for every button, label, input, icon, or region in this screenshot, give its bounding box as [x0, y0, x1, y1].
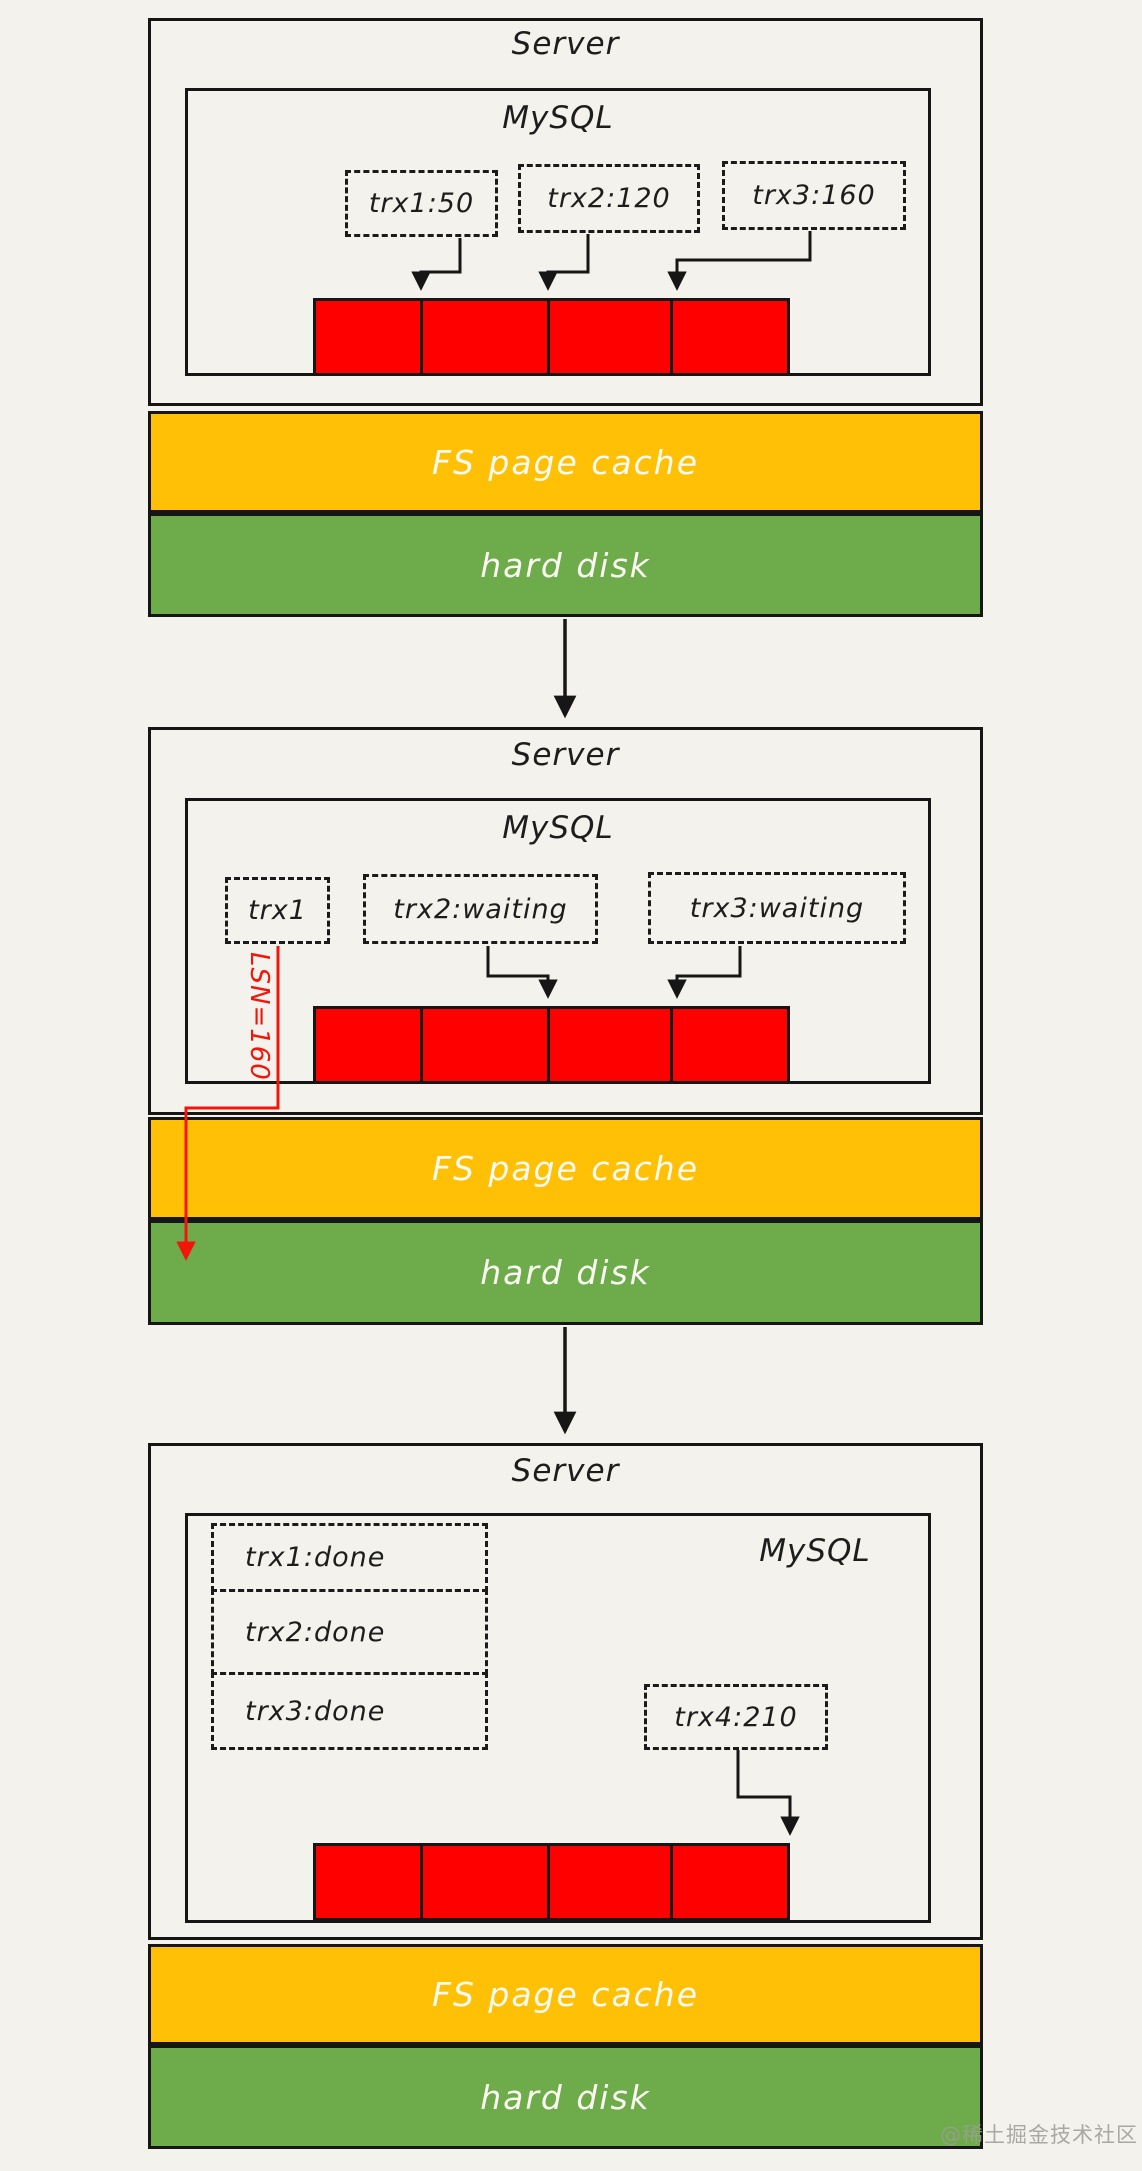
- fs-page-cache-bar-3: FS page cache: [148, 1944, 983, 2045]
- fs-page-cache-label: FS page cache: [431, 1975, 700, 2014]
- log-buffer-divider: [420, 1846, 423, 1918]
- trx-box-1-3: trx3:160: [722, 161, 906, 230]
- trx-box-3-4: trx4:210: [644, 1684, 828, 1750]
- log-buffer-divider: [670, 1846, 673, 1918]
- trx-box-2-2: trx2:waiting: [363, 874, 598, 944]
- trx-label: trx2:done: [245, 1616, 386, 1648]
- trx-box-1-1: trx1:50: [345, 170, 498, 237]
- log-buffer-divider: [420, 301, 423, 373]
- trx-label: trx2:waiting: [393, 893, 568, 925]
- trx-label: trx1:50: [368, 188, 475, 219]
- trx-box-2-3: trx3:waiting: [648, 872, 906, 944]
- mysql-title-1: MySQL: [502, 100, 614, 136]
- hard-disk-bar-1: hard disk: [148, 513, 983, 617]
- server-title-3: Server: [511, 1453, 620, 1489]
- fs-page-cache-bar-2: FS page cache: [148, 1117, 983, 1220]
- watermark: @稀土掘金技术社区: [940, 2123, 1138, 2147]
- hard-disk-bar-2: hard disk: [148, 1220, 983, 1325]
- trx-box-3-2: trx2:done: [211, 1589, 488, 1675]
- log-buffer-bar-1: [313, 298, 790, 376]
- trx-box-1-2: trx2:120: [518, 164, 700, 233]
- trx-box-2-1: trx1: [225, 877, 330, 944]
- trx-label: trx4:210: [674, 1701, 798, 1733]
- fs-page-cache-label: FS page cache: [431, 442, 700, 482]
- server-box-1: [148, 18, 983, 406]
- trx-box-3-3: trx3:done: [211, 1672, 488, 1750]
- trx-box-3-1: trx1:done: [211, 1523, 488, 1592]
- trx-label: trx1: [248, 895, 307, 926]
- log-buffer-divider: [547, 301, 550, 373]
- trx-label: trx3:160: [752, 180, 876, 211]
- hard-disk-label: hard disk: [480, 2077, 651, 2117]
- log-buffer-divider: [547, 1009, 550, 1081]
- log-buffer-divider: [670, 301, 673, 373]
- hard-disk-bar-3: hard disk: [148, 2045, 983, 2149]
- fs-page-cache-bar-1: FS page cache: [148, 411, 983, 513]
- trx-label: trx3:waiting: [689, 892, 865, 924]
- log-buffer-divider: [670, 1009, 673, 1081]
- fs-page-cache-label: FS page cache: [431, 1149, 700, 1188]
- hard-disk-label: hard disk: [480, 545, 651, 585]
- mysql-title-2: MySQL: [502, 810, 614, 846]
- mysql-title-3: MySQL: [759, 1533, 871, 1569]
- mysql-box-3: [185, 1513, 931, 1923]
- trx-label: trx1:done: [245, 1542, 386, 1573]
- log-buffer-bar-2: [313, 1006, 790, 1084]
- log-buffer-divider: [420, 1009, 423, 1081]
- lsn-annotation: LSN=160: [244, 952, 274, 1081]
- trx-label: trx2:120: [547, 183, 671, 214]
- server-title-1: Server: [511, 26, 620, 62]
- log-buffer-bar-3: [313, 1843, 790, 1921]
- log-buffer-divider: [547, 1846, 550, 1918]
- server-box-2: [148, 727, 983, 1115]
- hard-disk-label: hard disk: [480, 1253, 651, 1292]
- server-box-3: [148, 1443, 983, 1940]
- trx-label: trx3:done: [245, 1695, 386, 1727]
- server-title-2: Server: [511, 737, 620, 773]
